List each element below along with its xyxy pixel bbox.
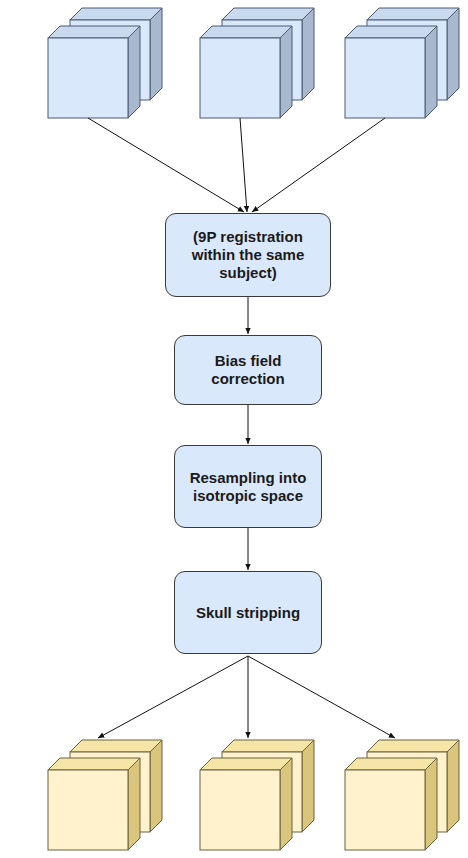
step-label: (9P registration within the same subject… [174, 228, 322, 282]
output-line [248, 656, 249, 738]
process-box: Skull stripping [174, 571, 322, 654]
process-box: (9P registration within the same subject… [165, 213, 331, 297]
flow-arrow [248, 405, 249, 444]
input-line [240, 118, 247, 212]
volume-cube [345, 26, 437, 118]
volume-cube [48, 758, 140, 850]
output-line [98, 656, 248, 738]
flow-arrow [248, 297, 249, 334]
volume-cube [48, 26, 140, 118]
input-line [88, 118, 244, 212]
step-label: Skull stripping [196, 604, 300, 622]
volume-cube [200, 758, 292, 850]
step-label: Bias field correction [183, 352, 313, 388]
volume-cube [200, 26, 292, 118]
volume-cube [345, 758, 437, 850]
process-box: Resampling into isotropic space [174, 445, 322, 528]
output-line [248, 656, 395, 738]
input-line [252, 118, 385, 212]
process-box: Bias field correction [174, 335, 322, 405]
flow-arrow [248, 528, 249, 570]
step-label: Resampling into isotropic space [183, 469, 313, 505]
